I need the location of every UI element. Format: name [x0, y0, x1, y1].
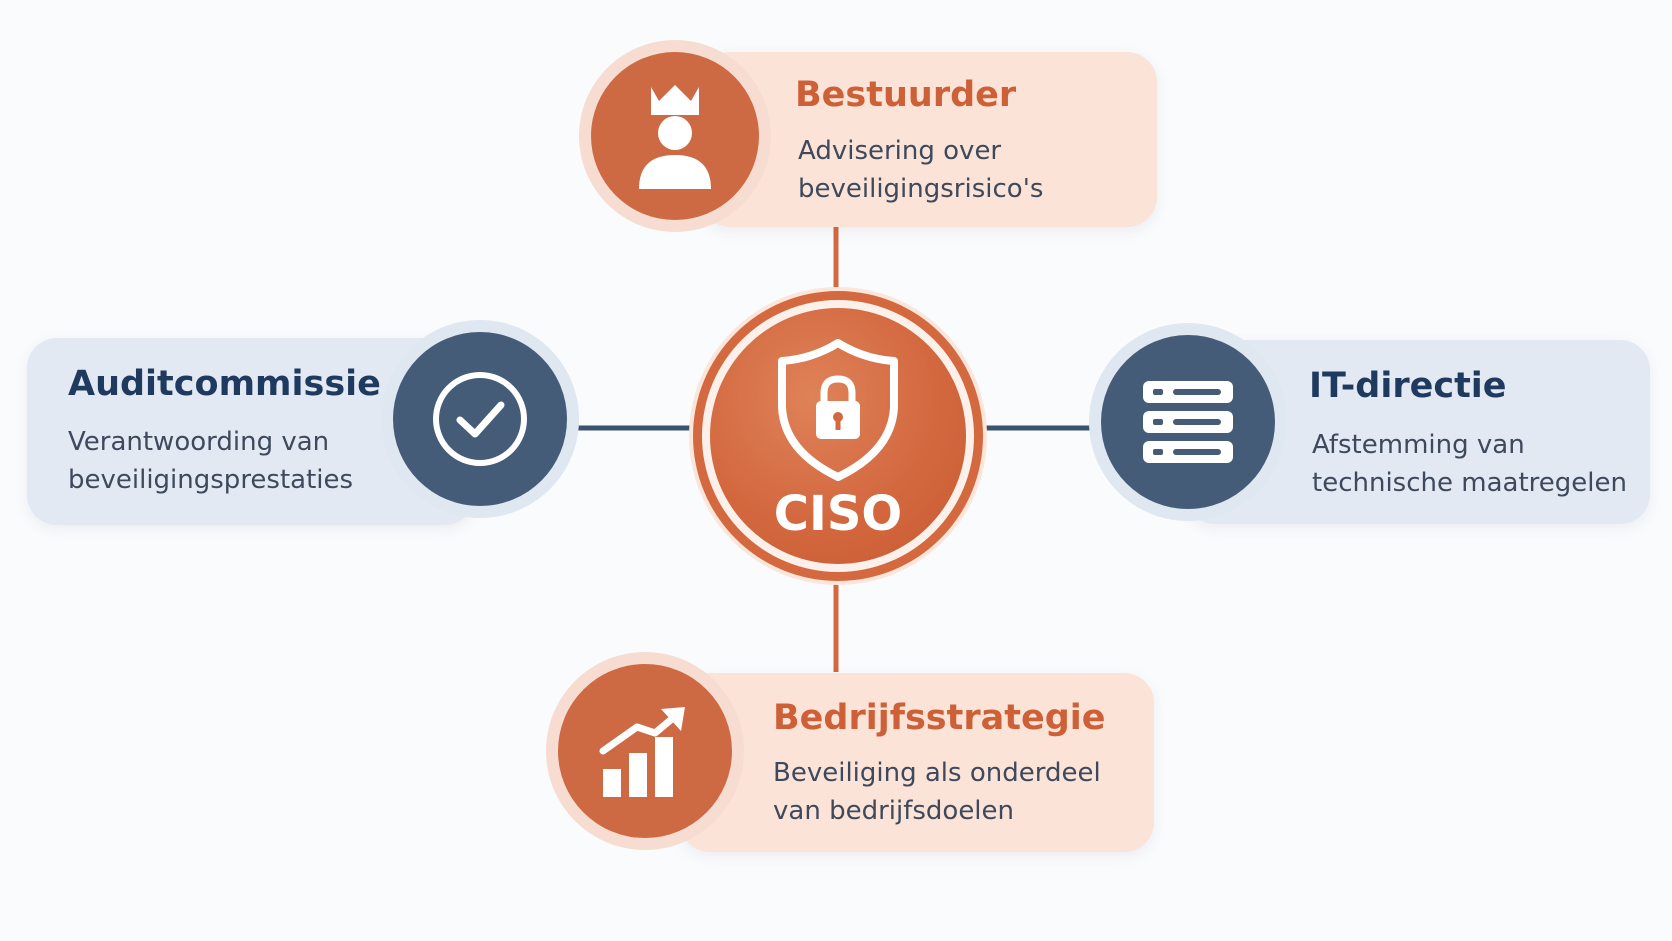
- desc-line: Advisering over: [798, 136, 1002, 166]
- desc-line: beveiligingsrisico's: [798, 174, 1044, 204]
- desc-it-directie: Afstemming van technische maatregelen: [1312, 426, 1627, 502]
- icon-disc-it-directie: [1101, 335, 1275, 509]
- desc-line: Afstemming van: [1312, 430, 1525, 460]
- title-bestuurder: Bestuurder: [795, 75, 1017, 115]
- shield-lock-icon: [778, 339, 898, 481]
- desc-line: Beveiliging als onderdeel: [773, 758, 1101, 788]
- title-bedrijfsstrategie: Bedrijfsstrategie: [773, 698, 1106, 738]
- desc-bestuurder: Advisering over beveiligingsrisico's: [798, 132, 1043, 208]
- icon-disc-bedrijfsstrategie: [558, 664, 732, 838]
- checkmark-circle-icon: [433, 372, 527, 466]
- desc-line: Verantwoording van: [68, 427, 330, 457]
- icon-disc-bestuurder: [591, 52, 759, 220]
- icon-disc-auditcommissie: [393, 332, 567, 506]
- desc-line: technische maatregelen: [1312, 468, 1627, 498]
- title-it-directie: IT-directie: [1309, 366, 1507, 406]
- title-auditcommissie: Auditcommissie: [68, 364, 381, 404]
- crowned-person-icon: [639, 85, 711, 189]
- desc-bedrijfsstrategie: Beveiliging als onderdeel van bedrijfsdo…: [773, 754, 1101, 830]
- growth-chart-icon: [599, 707, 685, 797]
- ciso-label: CISO: [773, 486, 903, 542]
- card-bestuurder: [700, 52, 1157, 227]
- desc-auditcommissie: Verantwoording van beveiligingsprestatie…: [68, 423, 353, 499]
- desc-line: van bedrijfsdoelen: [773, 796, 1015, 826]
- server-rack-icon: [1143, 381, 1233, 463]
- desc-line: beveiligingsprestaties: [68, 465, 354, 495]
- card-bedrijfsstrategie: [680, 673, 1154, 852]
